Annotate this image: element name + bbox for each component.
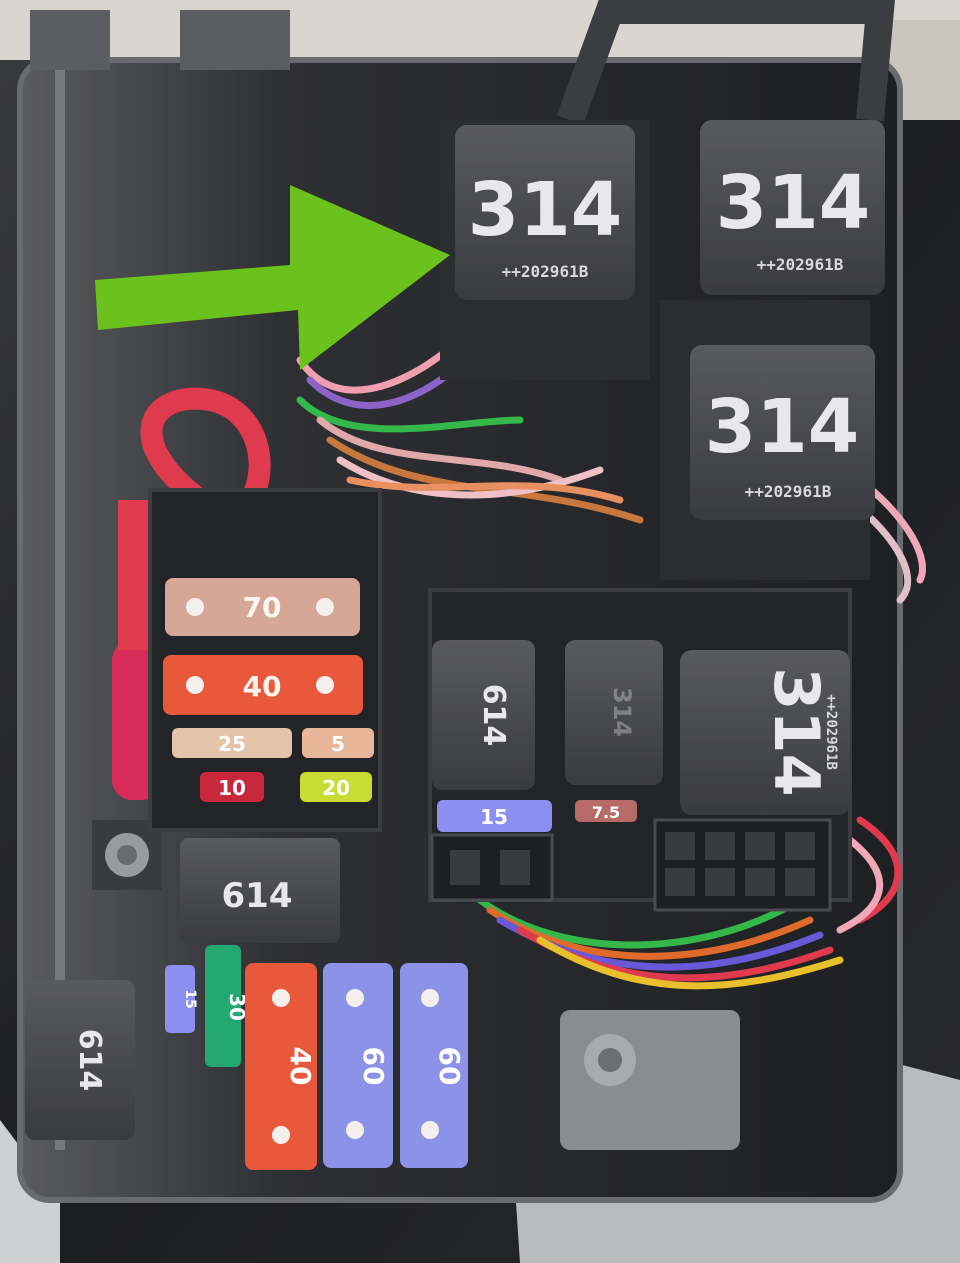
top-handle — [556, 0, 895, 125]
relay-bottom-center-614: 614 — [180, 838, 340, 943]
svg-text:20: 20 — [322, 776, 350, 800]
svg-text:314: 314 — [716, 160, 870, 246]
svg-text:40: 40 — [243, 670, 282, 703]
fuse-40-bottom: 40 — [245, 963, 317, 1170]
svg-text:++202961B: ++202961B — [757, 255, 844, 274]
svg-text:314: 314 — [608, 687, 636, 737]
connector-block-middle — [430, 833, 554, 902]
svg-text:25: 25 — [218, 732, 246, 756]
tray-clip-middle — [180, 10, 290, 70]
fuse-70: 70 — [165, 578, 360, 636]
fuse-15-bottom: 15 — [165, 965, 198, 1033]
svg-text:++202961B: ++202961B — [502, 262, 589, 281]
connector-block-right — [653, 818, 832, 912]
red-wire-loop — [140, 387, 271, 509]
relay-center-614: 614 — [432, 640, 535, 790]
svg-text:314: 314 — [468, 167, 622, 253]
relay-lower-right-rotated: 314 ++202961B — [680, 650, 850, 815]
svg-text:314: 314 — [705, 384, 859, 470]
fuse-25: 25 — [172, 728, 292, 758]
bolt-terminal-right — [560, 1010, 740, 1150]
svg-text:15: 15 — [480, 805, 508, 829]
green-arrow-annotation — [95, 185, 450, 370]
svg-text:614: 614 — [476, 684, 511, 747]
svg-text:70: 70 — [243, 591, 282, 624]
relay-top-left: 314 ++202961B — [455, 125, 635, 300]
relay-center-314: 314 — [565, 640, 663, 785]
svg-text:614: 614 — [72, 1029, 107, 1092]
svg-text:5: 5 — [331, 732, 345, 756]
fuse-15-center: 15 — [437, 800, 552, 832]
svg-text:7.5: 7.5 — [592, 803, 620, 822]
fuse-7-5: 7.5 — [575, 800, 637, 822]
svg-text:40: 40 — [284, 1047, 317, 1086]
svg-text:10: 10 — [218, 776, 246, 800]
fuse-20: 20 — [300, 772, 372, 802]
fuse-60-left: 60 — [323, 963, 393, 1168]
relay-top-right: 314 ++202961B — [700, 120, 885, 295]
svg-text:314: 314 — [760, 667, 833, 796]
relay-middle-right: 314 ++202961B — [690, 345, 875, 520]
svg-text:15: 15 — [182, 989, 198, 1008]
fuse-5: 5 — [302, 728, 374, 758]
svg-text:++202961B: ++202961B — [745, 482, 832, 501]
fuse-10: 10 — [200, 772, 264, 802]
fuse-40-top: 40 — [163, 655, 363, 715]
svg-text:++202961B: ++202961B — [823, 694, 839, 770]
relay-bottom-left-614: 614 — [25, 980, 135, 1140]
svg-text:614: 614 — [222, 876, 293, 916]
fuse-60-right: 60 — [400, 963, 468, 1168]
tray-clip-left — [30, 10, 110, 70]
svg-text:60: 60 — [433, 1047, 466, 1086]
svg-text:60: 60 — [357, 1047, 390, 1086]
red-wire-segment — [118, 500, 152, 650]
wire-bundle-bottom — [476, 896, 844, 990]
